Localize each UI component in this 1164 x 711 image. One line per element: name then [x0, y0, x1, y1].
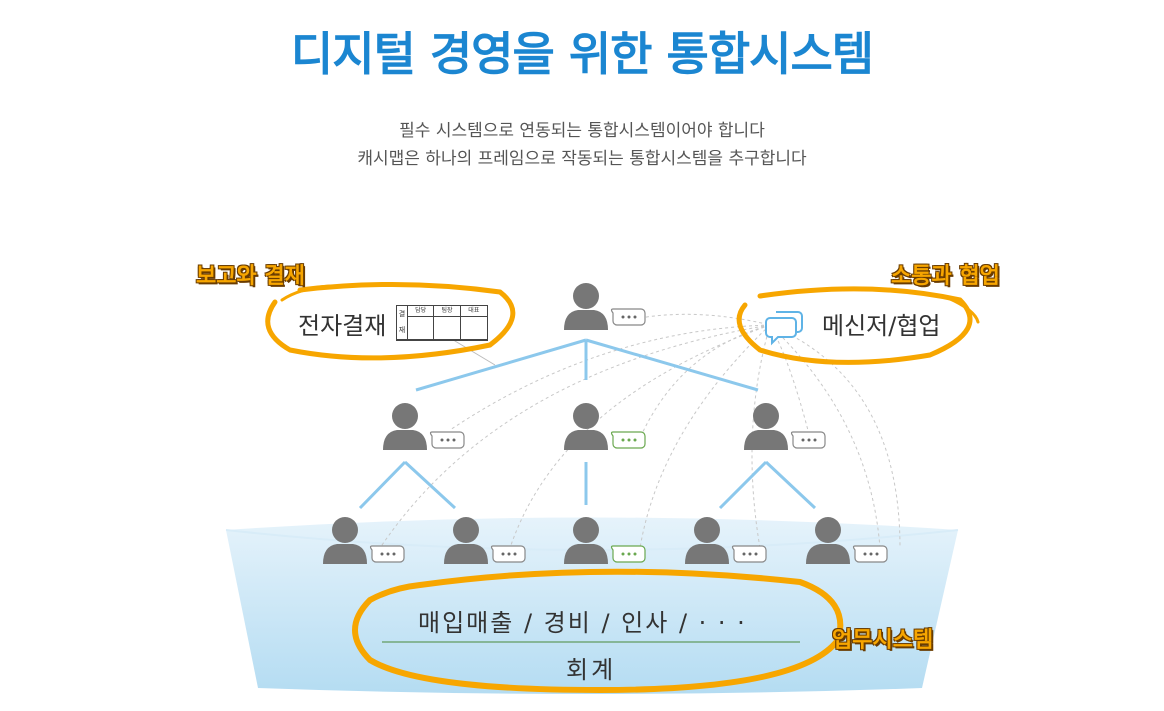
approval-stamp-table: 결 재 담당 팀장 대표 [396, 305, 488, 341]
person-mid-right [744, 403, 826, 450]
subtitle-line-2: 캐시맵은 하나의 프레임으로 작동되는 통합시스템을 추구합니다 [357, 149, 807, 169]
stamp-side-top: 결 [398, 309, 406, 318]
stamp-header-1: 담당 [408, 306, 435, 317]
tag-business-system: 업무시스템 [832, 628, 934, 653]
person-mid-left [383, 403, 465, 450]
e-approval-label: 전자결재 [298, 312, 387, 340]
chat-bubbles-icon [765, 311, 803, 346]
person-top [564, 283, 646, 330]
stamp-header-3: 대표 [460, 306, 487, 317]
stamp-sign-2 [434, 317, 461, 340]
accounting-label: 회계 [566, 656, 617, 684]
page-title: 디지털 경영을 위한 통합시스템 [290, 27, 874, 81]
business-modules: 매입매출 / 경비 / 인사 / · · · [418, 609, 747, 637]
stamp-sign-1 [408, 317, 435, 340]
dashed-links [379, 313, 901, 549]
hierarchy-links [358, 338, 817, 510]
stamp-header-2: 팀장 [434, 306, 461, 317]
messenger-label: 메신저/협업 [822, 312, 941, 340]
stamp-side-bottom: 재 [398, 326, 406, 335]
tag-approval: 보고와 결재 [196, 264, 305, 289]
accent-rings [265, 281, 980, 694]
business-basin [226, 517, 958, 694]
subtitle-line-1: 필수 시스템으로 연동되는 통합시스템이어야 합니다 [399, 121, 765, 141]
stamp-sign-3 [460, 317, 487, 340]
tag-collaboration: 소통과 협업 [891, 264, 1000, 289]
stamp-side-cell: 결 재 [397, 306, 408, 340]
person-mid-center [564, 403, 646, 450]
